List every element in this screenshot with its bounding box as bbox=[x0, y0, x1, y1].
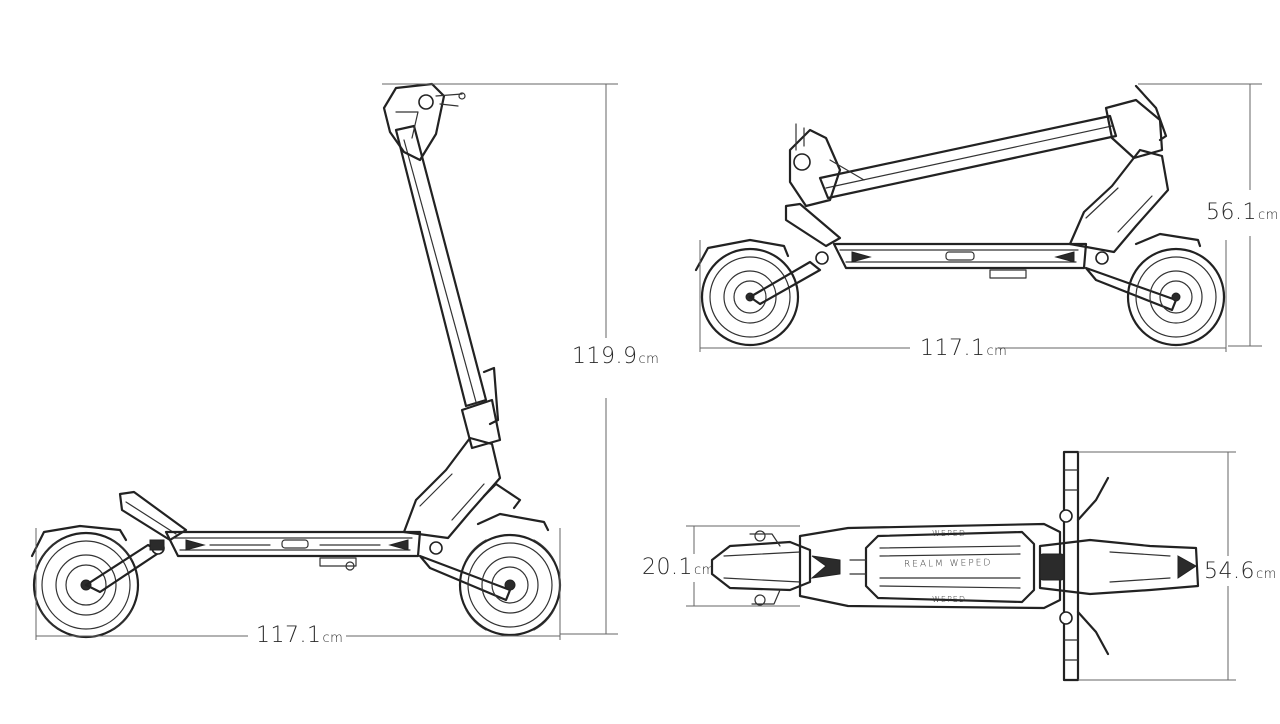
rear-suspension bbox=[118, 490, 188, 542]
deck bbox=[164, 530, 422, 571]
steering-stem bbox=[394, 124, 488, 408]
front-fork-lower bbox=[418, 554, 512, 602]
scooter-top-view bbox=[710, 450, 1200, 682]
front-wheel bbox=[458, 533, 562, 637]
dimension-lines-side-unfolded bbox=[35, 83, 618, 640]
top-deck bbox=[798, 522, 1062, 610]
handlebar-width-unit: cm bbox=[1255, 567, 1277, 582]
top-front-end bbox=[1038, 538, 1200, 596]
folded-height-label: 56.1cm bbox=[1206, 202, 1279, 224]
top-handlebar bbox=[1059, 450, 1110, 682]
scooter-side-folded bbox=[694, 84, 1226, 347]
folded-deck bbox=[832, 242, 1088, 279]
rear-fender bbox=[30, 524, 128, 558]
folded-width-value: 117.1 bbox=[920, 336, 986, 361]
top-deck-logo-upper: WEPED bbox=[932, 529, 967, 538]
folded-front-neck bbox=[1068, 148, 1170, 254]
unfolded-height-unit: cm bbox=[638, 352, 660, 367]
top-rear-end bbox=[710, 540, 812, 592]
top-deck-text: REALM WEPED bbox=[903, 558, 993, 570]
folding-clamp bbox=[460, 398, 502, 450]
unfolded-height-label: 119.9cm bbox=[572, 346, 659, 368]
folded-height-unit: cm bbox=[1257, 208, 1279, 223]
unfolded-width-label: 117.1cm bbox=[256, 625, 343, 647]
front-fender bbox=[476, 512, 550, 532]
front-neck bbox=[402, 436, 502, 540]
folded-front-wheel bbox=[1126, 247, 1226, 347]
deck-width-label: 20.1cm bbox=[642, 557, 715, 579]
folded-rear-fender bbox=[694, 238, 790, 272]
unfolded-width-value: 117.1 bbox=[256, 623, 322, 648]
unfolded-width-unit: cm bbox=[322, 631, 344, 646]
folded-stem bbox=[818, 114, 1118, 200]
dimension-lines-top-view bbox=[686, 451, 1236, 681]
deck-width-unit: cm bbox=[693, 563, 715, 578]
folded-front-fender bbox=[1134, 232, 1202, 248]
unfolded-height-value: 119.9 bbox=[572, 344, 638, 369]
folded-width-unit: cm bbox=[986, 344, 1008, 359]
scooter-side-unfolded bbox=[30, 82, 562, 639]
deck-width-value: 20.1 bbox=[642, 555, 693, 580]
handlebar-head bbox=[382, 82, 466, 162]
top-deck-logo-lower: WEPED bbox=[932, 595, 967, 604]
dimension-lines-side-folded bbox=[699, 83, 1262, 352]
folded-width-label: 117.1cm bbox=[920, 338, 1007, 360]
handlebar-width-label: 54.6cm bbox=[1204, 561, 1277, 583]
folded-handlebar bbox=[788, 123, 865, 208]
folded-rear-wheel bbox=[700, 247, 800, 347]
folded-height-value: 56.1 bbox=[1206, 200, 1257, 225]
handlebar-width-value: 54.6 bbox=[1204, 559, 1255, 584]
